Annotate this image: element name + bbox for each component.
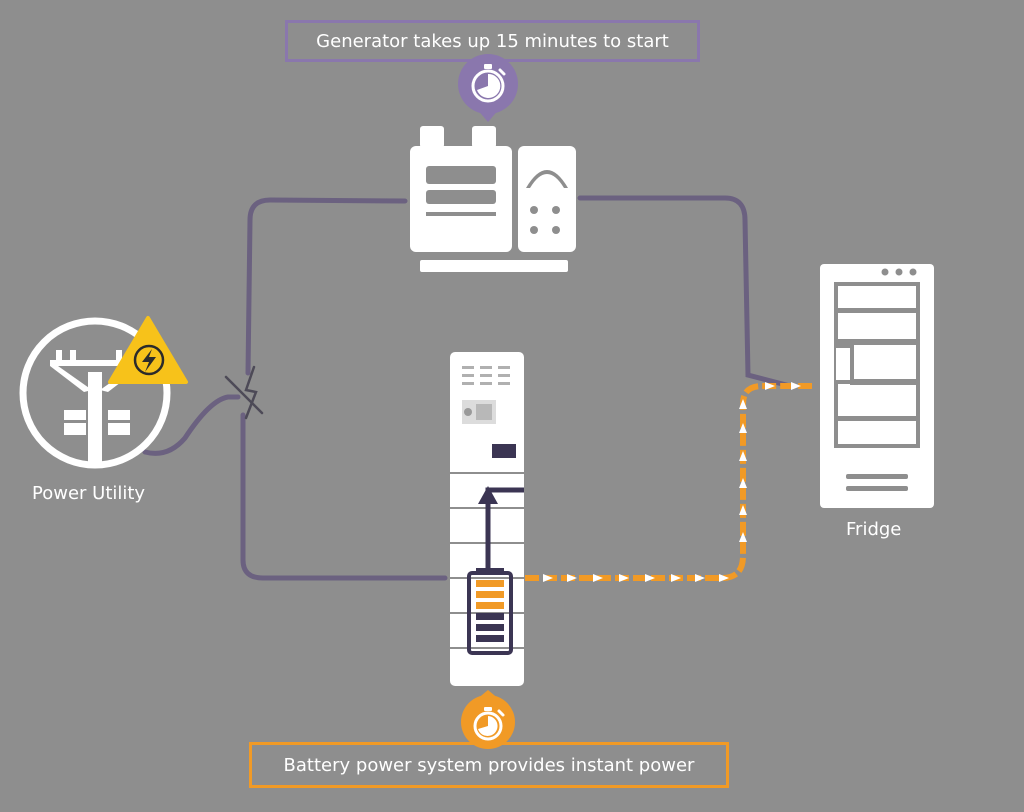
generator-stopwatch-icon — [458, 54, 518, 122]
battery-cabinet-icon — [450, 352, 524, 686]
wire-left-down — [240, 412, 448, 581]
battery-stopwatch-icon — [461, 690, 515, 749]
wire-generator-right — [577, 195, 793, 389]
flow-arrows — [543, 382, 801, 582]
power-utility-icon — [19, 317, 171, 469]
broken-line-icon — [224, 365, 264, 420]
wires — [142, 195, 793, 581]
lightning-warning-icon — [108, 316, 188, 384]
generator-callout: Generator takes up 15 minutes to start — [285, 20, 700, 62]
power-utility-label: Power Utility — [32, 483, 146, 504]
wire-generator-left — [245, 197, 408, 376]
generator-icon — [410, 126, 576, 272]
battery-flow-line — [525, 382, 812, 582]
fridge-icon — [820, 264, 934, 508]
wire-utility-loop — [142, 394, 241, 456]
fridge-label: Fridge — [846, 519, 902, 540]
battery-callout: Battery power system provides instant po… — [249, 742, 729, 788]
